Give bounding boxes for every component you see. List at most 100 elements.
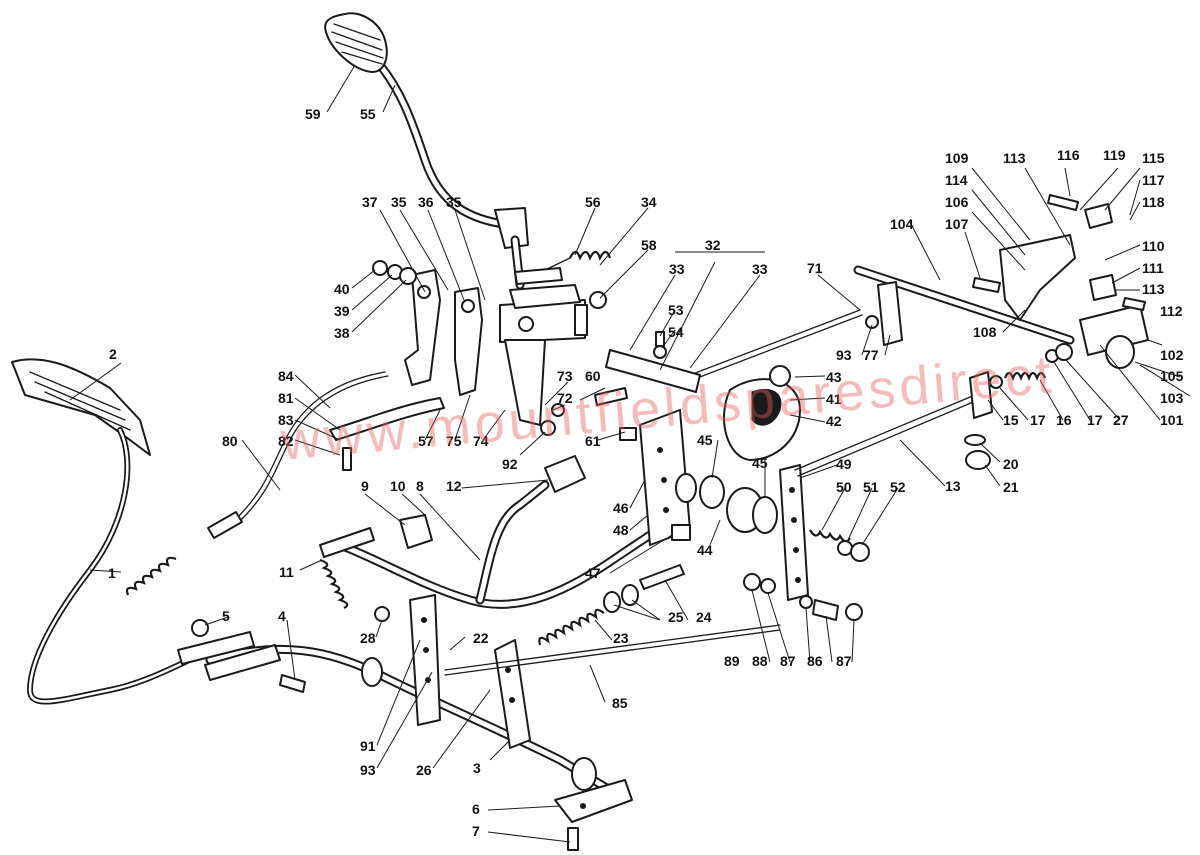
- grip-12: [544, 455, 586, 493]
- callout-113: 113: [1003, 150, 1026, 166]
- callout-45b: 45: [752, 455, 768, 471]
- callout-73: 73: [557, 368, 573, 384]
- nut-52: [850, 542, 870, 562]
- callout-11: 11: [279, 564, 294, 580]
- nut-61: [619, 427, 637, 441]
- callout-93: 93: [836, 347, 852, 363]
- callout-91: 91: [360, 738, 376, 754]
- callout-53: 53: [668, 302, 684, 318]
- callout-61: 61: [585, 433, 601, 449]
- callout-labels: 1 2 3 4 5 6 7 8 9 10 11 12 13 15 16 17 1…: [108, 106, 1184, 839]
- callout-36: 36: [418, 194, 434, 210]
- callout-89: 89: [724, 653, 740, 669]
- washer-25b: [603, 591, 621, 613]
- nut-21: [965, 450, 991, 470]
- callout-50: 50: [836, 479, 852, 495]
- callout-81: 81: [278, 390, 294, 406]
- callout-10: 10: [390, 478, 406, 494]
- callout-28: 28: [360, 630, 376, 646]
- callout-56: 56: [585, 194, 601, 210]
- callout-108: 108: [973, 324, 997, 340]
- callout-17: 17: [1030, 412, 1046, 428]
- callout-105: 105: [1160, 368, 1184, 384]
- callout-72: 72: [557, 390, 573, 406]
- rod-71: [689, 309, 861, 376]
- nut-43: [769, 365, 791, 387]
- callout-115: 115: [1142, 150, 1165, 166]
- callout-13: 13: [945, 478, 961, 494]
- callout-83: 83: [278, 412, 294, 428]
- callout-48: 48: [613, 522, 629, 538]
- clevis-15: [969, 371, 993, 419]
- callout-40: 40: [334, 281, 350, 297]
- center-bracket-plate: [639, 409, 725, 546]
- washer-54: [653, 345, 667, 359]
- rod-13: [794, 394, 976, 471]
- callout-49: 49: [836, 456, 852, 472]
- callout-34: 34: [641, 194, 657, 210]
- callout-87: 87: [780, 653, 796, 669]
- bolt-82: [342, 447, 352, 471]
- callout-44: 44: [697, 542, 713, 558]
- callout-55: 55: [360, 106, 376, 122]
- callout-103: 103: [1160, 390, 1184, 406]
- spring-16: [1003, 371, 1047, 381]
- callout-45: 45: [697, 432, 713, 448]
- callout-118: 118: [1142, 194, 1165, 210]
- callout-87b: 87: [836, 653, 852, 669]
- callout-92: 92: [502, 456, 518, 472]
- pin-56: [514, 267, 563, 285]
- callout-37: 37: [362, 194, 378, 210]
- callout-82: 82: [278, 433, 294, 449]
- callout-3: 3: [473, 760, 481, 776]
- plate-9: [399, 514, 433, 549]
- spring-11: [319, 558, 349, 609]
- callout-107: 107: [945, 216, 969, 232]
- callout-41: 41: [826, 391, 842, 407]
- callout-17b: 17: [1087, 412, 1103, 428]
- callout-15: 15: [1003, 412, 1019, 428]
- callout-46: 46: [613, 500, 629, 516]
- washer-28: [374, 606, 390, 622]
- bracket-57: [329, 397, 445, 441]
- callout-7: 7: [472, 823, 480, 839]
- callout-119: 119: [1103, 147, 1126, 163]
- callout-84: 84: [278, 368, 294, 384]
- callout-33b: 33: [752, 261, 768, 277]
- washer-40: [372, 260, 388, 276]
- callout-8: 8: [416, 478, 424, 494]
- plate-49: [779, 464, 809, 601]
- callout-51: 51: [863, 479, 879, 495]
- bolt-60: [594, 387, 628, 406]
- lever-10: [319, 527, 375, 558]
- callout-60: 60: [585, 368, 601, 384]
- callout-85: 85: [612, 695, 628, 711]
- cross-shaft-3: [177, 631, 633, 823]
- washer-25: [621, 584, 639, 606]
- bolt-4: [279, 674, 306, 693]
- bolt-7: [567, 827, 579, 851]
- gear-lever: [324, 12, 529, 290]
- callout-9: 9: [361, 478, 369, 494]
- washer-17: [989, 375, 1003, 389]
- bolt-53: [655, 331, 665, 347]
- callout-106: 106: [945, 194, 969, 210]
- callout-88: 88: [752, 653, 768, 669]
- nut-89: [743, 573, 761, 591]
- nut-27: [1055, 343, 1073, 361]
- callout-22: 22: [473, 630, 489, 646]
- callout-4: 4: [278, 608, 286, 624]
- rod-12: [475, 480, 550, 605]
- callout-112: 112: [1160, 303, 1183, 319]
- bracket-77: [877, 281, 903, 346]
- callout-5: 5: [222, 608, 230, 624]
- callout-54: 54: [668, 324, 684, 340]
- callout-24: 24: [696, 609, 712, 625]
- washer-88: [760, 578, 776, 594]
- washer-20: [964, 434, 986, 446]
- callout-117: 117: [1142, 172, 1165, 188]
- callout-35: 35: [391, 194, 407, 210]
- callout-12: 12: [446, 478, 462, 494]
- callout-52: 52: [890, 479, 906, 495]
